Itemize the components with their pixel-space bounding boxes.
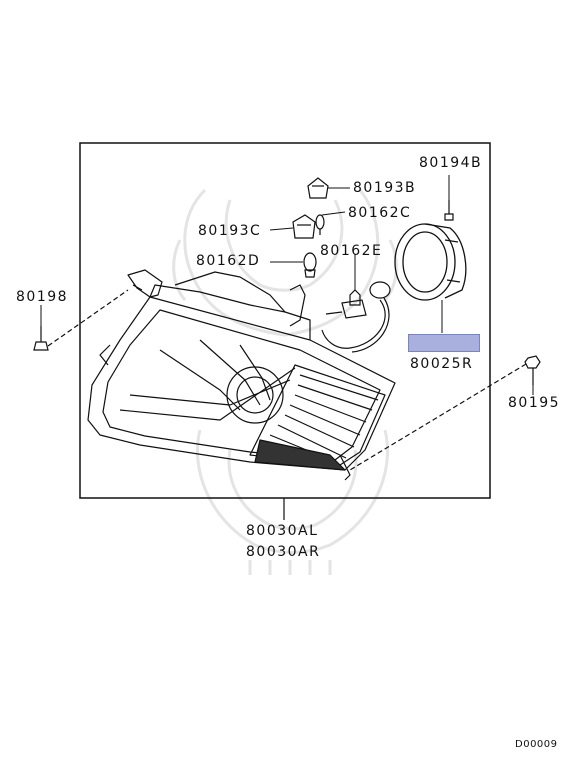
socket-80193c (292, 214, 316, 239)
nut-80195 (349, 355, 541, 471)
diagram-frame (79, 142, 491, 499)
label-80193c[interactable]: 80193C (198, 223, 262, 239)
socket-80193b (307, 177, 329, 199)
label-80195[interactable]: 80195 (508, 395, 561, 411)
label-80198[interactable]: 80198 (16, 289, 69, 305)
label-80025r[interactable]: 80025R (410, 356, 474, 372)
bolt-80194b (444, 200, 454, 221)
wiring-harness (321, 281, 391, 353)
headlamp-assembly (87, 269, 396, 481)
bulb-80162e (349, 289, 361, 306)
label-80030ar[interactable]: 80030AR (246, 544, 321, 560)
label-80193b[interactable]: 80193B (353, 180, 417, 196)
watermark-emblem (172, 188, 398, 575)
part-highlight-80025r[interactable] (408, 334, 480, 352)
label-80162c[interactable]: 80162C (348, 205, 412, 221)
label-80194b[interactable]: 80194B (419, 155, 483, 171)
bulb-80162c (315, 214, 325, 235)
dust-cover-ring (394, 223, 467, 301)
bulb-80162d (303, 252, 317, 278)
leader-lines (40, 175, 534, 395)
diagram-code: D00009 (515, 739, 558, 750)
label-80030al[interactable]: 80030AL (246, 523, 319, 539)
label-80162d[interactable]: 80162D (196, 253, 261, 269)
label-80162e[interactable]: 80162E (320, 243, 383, 259)
screw-80198 (33, 289, 129, 351)
